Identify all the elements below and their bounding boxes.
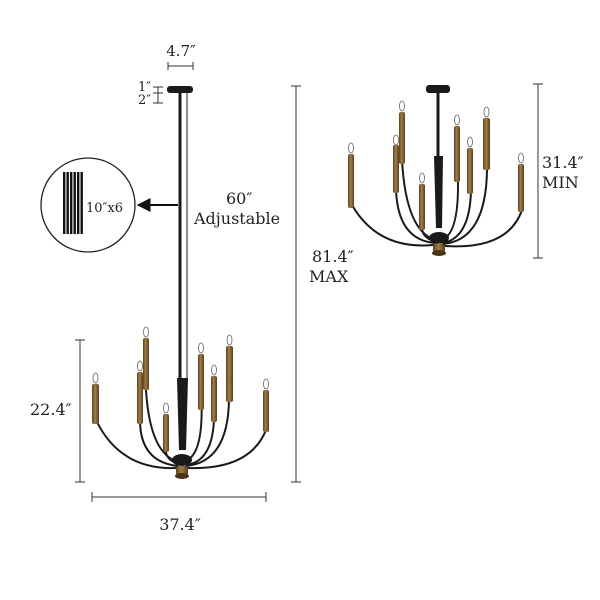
canopy-height-1-label: 1″ xyxy=(138,80,151,95)
chandelier-body xyxy=(177,378,188,450)
canopy-height-2-label: 2″ xyxy=(138,93,151,108)
canopy-width-label: 4.7″ xyxy=(166,42,196,60)
ceiling-canopy xyxy=(167,86,193,93)
canopy-height-dimension: 1″ 2″ xyxy=(138,80,163,108)
candle-bulbs xyxy=(92,326,269,414)
max-height-label: MAX xyxy=(309,267,349,286)
candle-sleeves xyxy=(92,338,269,452)
max-height-value: 81.4″ xyxy=(312,247,354,266)
body-width-dimension: 37.4″ xyxy=(91,492,267,534)
rods-bundle-icon xyxy=(63,172,83,234)
min-height-value: 31.4″ xyxy=(542,153,584,172)
rod-length-label: 60″ xyxy=(226,189,252,208)
body-width-label: 37.4″ xyxy=(159,515,201,534)
chandelier-min-drawing xyxy=(348,85,524,256)
min-height-dimension: 31.4″ MIN xyxy=(533,83,584,259)
chandelier-full-drawing xyxy=(92,86,269,479)
min-height-label: MIN xyxy=(542,173,579,192)
rods-inset: 10″x6 xyxy=(40,157,136,253)
body-height-label: 22.4″ xyxy=(30,400,72,419)
rods-inset-label: 10″x6 xyxy=(86,201,123,216)
max-height-dimension: 81.4″ MAX xyxy=(291,85,354,483)
canopy-width-dimension: 4.7″ xyxy=(166,42,196,70)
rod-adjustable-label: Adjustable xyxy=(193,209,280,228)
body-height-dimension: 22.4″ xyxy=(30,339,85,483)
